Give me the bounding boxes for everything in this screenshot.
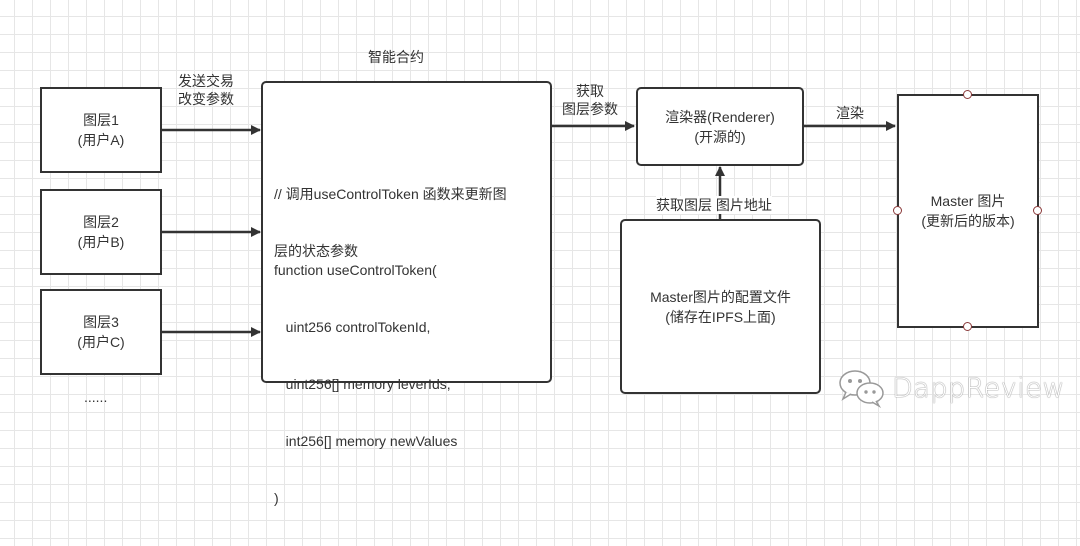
layer-title: 图层2 xyxy=(83,214,119,230)
renderer-subtitle: (开源的) xyxy=(694,128,746,145)
renderer-title: 渲染器(Renderer) xyxy=(665,108,775,125)
layer-box-3[interactable]: 图层3 (用户C) xyxy=(40,289,162,375)
comment-line: // 调用useControlToken 函数来更新图 xyxy=(274,186,507,202)
watermark: DappReview xyxy=(838,368,1065,408)
config-file-box[interactable]: Master图片的配置文件 (储存在IPFS上面) xyxy=(620,219,821,394)
connection-handle-left[interactable] xyxy=(893,206,902,215)
edge-label-render: 渲染 xyxy=(836,105,864,121)
more-layers-ellipsis: ...... xyxy=(84,389,108,405)
edge-label-line: 图层参数 xyxy=(562,101,618,117)
master-image-box[interactable]: Master 图片 (更新后的版本) xyxy=(897,94,1039,328)
edge-label-line: 改变参数 xyxy=(178,91,234,107)
contract-code: function useControlToken( uint256 contro… xyxy=(274,223,457,546)
layer-user: (用户C) xyxy=(77,334,125,350)
layer-title: 图层3 xyxy=(83,314,119,330)
master-subtitle: (更新后的版本) xyxy=(921,213,1015,229)
edge-label-line: 发送交易 xyxy=(178,73,234,89)
edge-label-send-transaction: 发送交易 改变参数 xyxy=(178,72,234,108)
smart-contract-box[interactable]: // 调用useControlToken 函数来更新图 层的状态参数 funct… xyxy=(261,81,552,506)
config-title: Master图片的配置文件 xyxy=(650,288,791,305)
connection-handle-bottom[interactable] xyxy=(963,322,972,331)
layer-user: (用户B) xyxy=(77,234,125,250)
contract-comment: // 调用useControlToken 函数来更新图 层的状态参数 xyxy=(274,147,507,299)
renderer-box[interactable]: 渲染器(Renderer) (开源的) xyxy=(636,87,804,166)
code-line: function useControlToken( xyxy=(274,262,437,278)
master-title: Master 图片 xyxy=(930,193,1006,209)
layer-user: (用户A) xyxy=(77,132,125,148)
watermark-text: DappReview xyxy=(892,372,1065,404)
edge-label-line: 获取 xyxy=(576,83,604,99)
code-line: int256[] memory newValues xyxy=(274,433,458,449)
code-line: ) xyxy=(274,490,279,506)
connection-handle-right[interactable] xyxy=(1033,206,1042,215)
layer-box-2[interactable]: 图层2 (用户B) xyxy=(40,189,162,275)
layer-box-1[interactable]: 图层1 (用户A) xyxy=(40,87,162,173)
config-subtitle: (储存在IPFS上面) xyxy=(665,308,776,325)
connection-handle-top[interactable] xyxy=(963,90,972,99)
edge-label-get-layer-params: 获取 图层参数 xyxy=(562,82,618,118)
layer-title: 图层1 xyxy=(83,112,119,128)
comment-line: 层的状态参数 xyxy=(274,243,358,259)
code-line: uint256[] memory leverIds, xyxy=(274,376,451,392)
edge-label-get-image-address: 获取图层 图片地址 xyxy=(656,196,772,214)
contract-title: 智能合约 xyxy=(368,49,424,65)
code-line: uint256 controlTokenId, xyxy=(274,319,431,335)
wechat-icon xyxy=(839,370,884,408)
